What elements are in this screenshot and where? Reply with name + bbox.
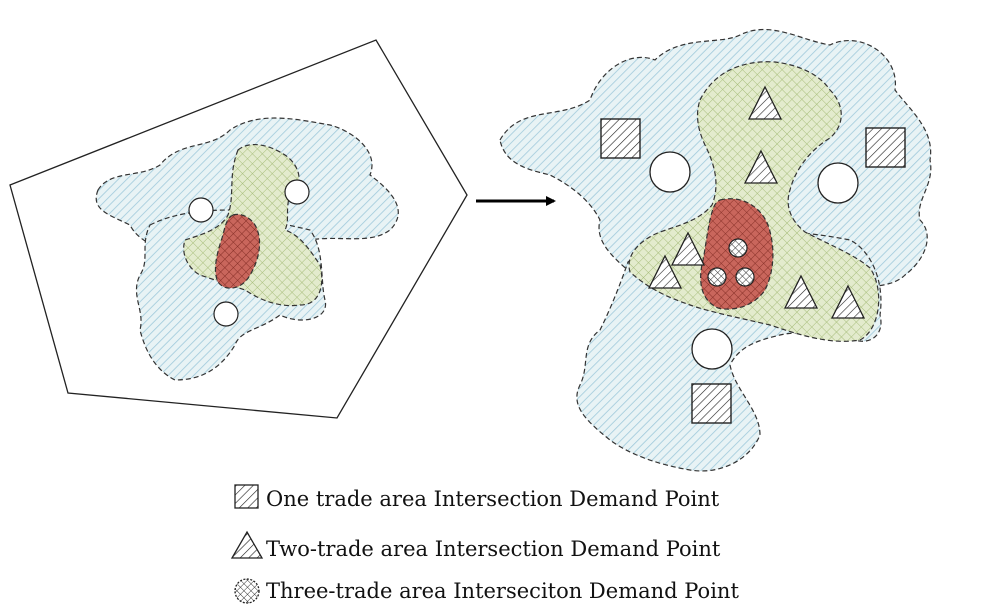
square-hatch-icon	[234, 484, 259, 509]
study-region-boundary	[9, 39, 468, 419]
left-facility-circle	[213, 301, 239, 327]
two-trade-demand-point	[783, 274, 819, 309]
legend: One trade area Intersection Demand Point…	[230, 484, 739, 604]
left-three-way-overlap	[214, 213, 261, 289]
right-detailed-diagram	[499, 28, 932, 472]
two-trade-demand-point	[670, 231, 706, 266]
legend-label-one-trade: One trade area Intersection Demand Point	[266, 487, 720, 511]
one-trade-demand-point	[691, 383, 732, 424]
left-facility-circle	[284, 179, 310, 205]
one-trade-demand-point	[600, 118, 641, 159]
right-trade-area-3	[628, 61, 880, 342]
two-trade-demand-point	[743, 149, 779, 184]
two-trade-demand-point	[747, 85, 783, 120]
three-trade-demand-point	[707, 267, 727, 287]
left-overview-diagram	[9, 39, 468, 419]
right-facility-circle	[817, 162, 859, 204]
right-facility-circle	[691, 328, 733, 370]
legend-label-three-trade: Three-trade area Interseciton Demand Poi…	[266, 579, 739, 603]
legend-label-two-trade: Two-trade area Intersection Demand Point	[266, 537, 721, 561]
two-trade-demand-point	[647, 254, 683, 289]
one-trade-demand-point	[865, 127, 906, 168]
three-trade-demand-point	[728, 238, 748, 258]
two-trade-demand-point	[830, 284, 866, 319]
crosshatch-circle-icon	[234, 578, 260, 604]
triangle-hatch-icon	[230, 530, 264, 559]
right-facility-circle	[649, 151, 691, 193]
left-facility-circle	[188, 197, 214, 223]
three-trade-demand-point	[735, 267, 755, 287]
